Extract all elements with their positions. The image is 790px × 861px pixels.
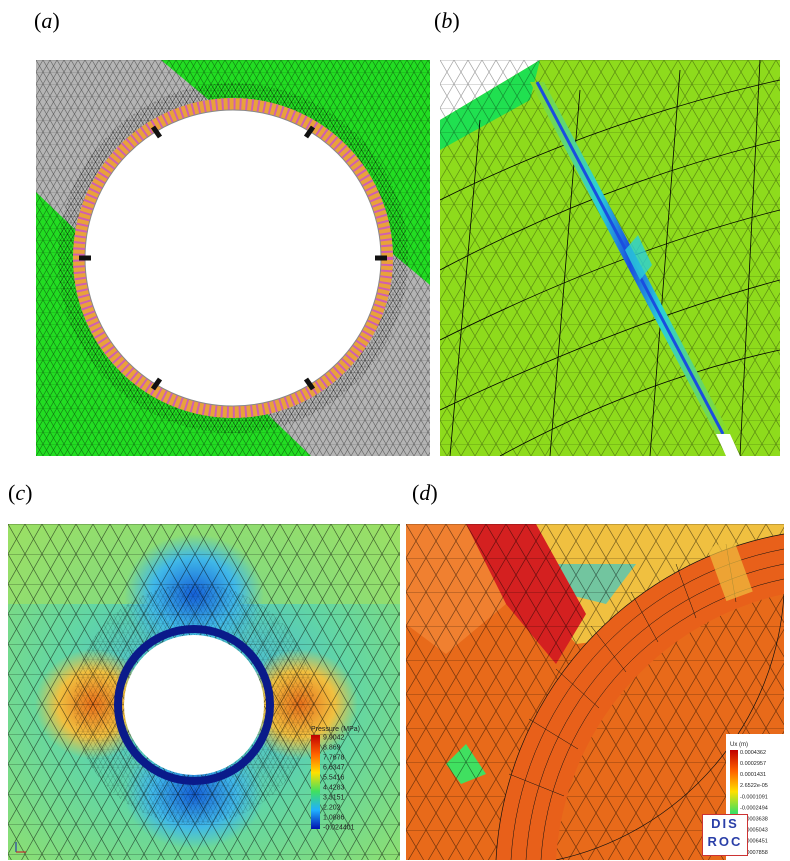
legend-pressure-tick-label: 2.202 xyxy=(323,804,341,811)
legend-pressure-tick-label: 5.5416 xyxy=(323,774,345,781)
legend-pressure: Pressure (MPa) 9.9042 8.869 7.7678 6.6347 5.… xyxy=(311,726,360,831)
legend-pressure-tick-label: -0.024401 xyxy=(323,824,355,831)
legend-pressure-tick-label: 6.6347 xyxy=(323,764,345,771)
lining-joints xyxy=(79,125,387,391)
panel-d-svg: Ux (m) 0.0004362 0.0002957 0.0001431 2.6522… xyxy=(406,524,784,860)
legend-displacement-tick-label: 0.0001431 xyxy=(740,772,766,778)
legend-pressure-tick-label: 7.7678 xyxy=(323,754,345,761)
crack-node-zone xyxy=(625,235,652,280)
panel-a-svg xyxy=(36,60,430,456)
joint-element xyxy=(707,538,753,602)
disroc-logo: DIS ROC xyxy=(702,814,748,856)
panel-label-a: (a) xyxy=(34,8,60,33)
lining-arc xyxy=(496,534,784,860)
legend-title: Pressure (MPa) xyxy=(311,726,360,733)
legend-pressure-tick-label: 1.0886 xyxy=(323,814,345,821)
tunnel-opening xyxy=(84,109,382,407)
legend-title: Ux (m) xyxy=(730,742,748,748)
panel-label-d: (d) xyxy=(412,480,438,505)
legend-displacement-tick-label: -0.0007858 xyxy=(740,850,768,856)
logo-line-2: ROC xyxy=(707,834,743,849)
axis-triad xyxy=(15,842,26,853)
legend-pressure-tick-label: 3.3151 xyxy=(323,794,345,801)
panel-a-mesh xyxy=(36,60,430,456)
legend-displacement-tick-label: -0.0005043 xyxy=(740,828,768,834)
lining-ring xyxy=(114,625,274,785)
legend-pressure-tick-label: 8.869 xyxy=(323,744,341,751)
legend-colorbar xyxy=(730,750,738,854)
legend-displacement-tick-label: -0.0001091 xyxy=(740,794,768,800)
legend-displacement-tick-label: -0.0002494 xyxy=(740,805,768,811)
panel-label-c: (c) xyxy=(8,480,33,505)
crack-gap xyxy=(716,434,740,456)
panel-b-crack xyxy=(440,60,780,456)
panel-d-displacement: Ux (m) 0.0004362 0.0002957 0.0001431 2.6522… xyxy=(406,524,784,860)
legend-displacement-tick-label: -0.0006451 xyxy=(740,839,768,845)
legend-displacement-tick-label: -0.0003638 xyxy=(740,817,768,823)
panel-label-b: (b) xyxy=(434,8,460,33)
legend-pressure-tick-label: 4.4283 xyxy=(323,784,345,791)
legend-displacement-tick-label: 0.0002957 xyxy=(740,761,766,767)
legend-displacement-tick-label: 0.0004362 xyxy=(740,750,766,756)
legend-pressure-tick-label: 9.9042 xyxy=(323,734,345,741)
tunnel-opening xyxy=(124,635,264,775)
panel-c-svg: Pressure (MPa) 9.9042 8.869 7.7678 6.6347 5.… xyxy=(8,524,400,860)
legend-displacement-tick-label: 2.6522e-05 xyxy=(740,783,768,789)
panel-c-pressure: Pressure (MPa) 9.9042 8.869 7.7678 6.6347 5.… xyxy=(8,524,400,860)
logo-line-1: DIS xyxy=(711,816,739,831)
panel-b-svg xyxy=(440,60,780,456)
legend-colorbar xyxy=(311,735,320,829)
